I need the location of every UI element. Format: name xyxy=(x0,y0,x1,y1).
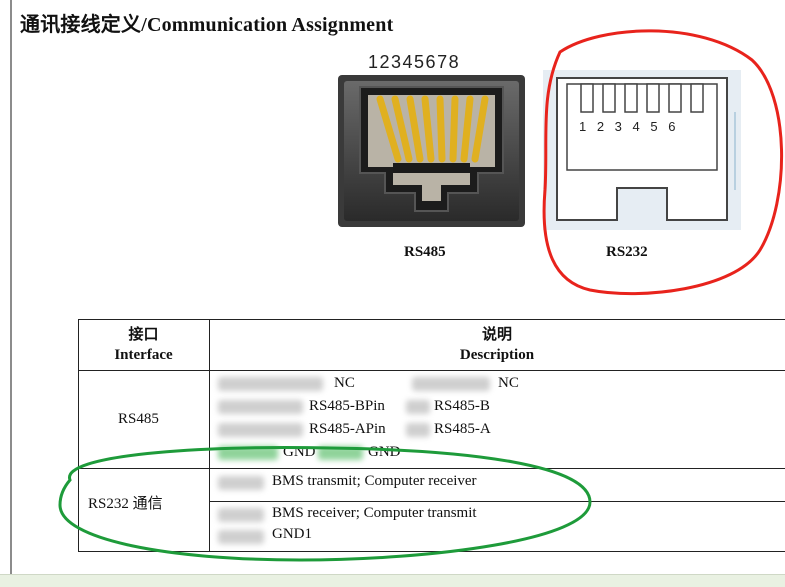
redacted-pin-label xyxy=(218,530,264,544)
redacted-pin-label xyxy=(218,423,303,437)
rs485-b: RS485-B xyxy=(434,398,490,414)
rs485-a: RS485-A xyxy=(434,421,491,437)
communication-table: 接口 Interface 说明 Description RS485 NC NC … xyxy=(78,319,785,552)
header-description-en: Description xyxy=(459,347,535,363)
table-border-left xyxy=(78,319,79,552)
rs485-interface-cell: RS485 xyxy=(118,411,159,427)
table-border-top xyxy=(78,319,785,320)
rs485-gnd-left: GND xyxy=(283,444,316,460)
header-interface: 接口 Interface xyxy=(78,325,209,365)
header-description: 说明 Description xyxy=(209,325,785,365)
rs485-apin: RS485-APin xyxy=(309,421,386,437)
rs485-gnd-right: GND xyxy=(368,444,401,460)
redacted-pin-label xyxy=(218,400,303,414)
redacted-pin-label xyxy=(412,377,490,391)
header-description-cn: 说明 xyxy=(481,327,512,343)
redacted-pin-label xyxy=(406,400,430,414)
rs485-nc-left: NC xyxy=(334,375,355,391)
table-column-divider xyxy=(209,319,210,552)
bottom-status-strip xyxy=(0,574,785,587)
redacted-pin-label xyxy=(218,476,264,490)
rs232-figure-label: RS232 xyxy=(606,244,648,260)
rs232-row2-desc: BMS receiver; Computer transmit xyxy=(272,505,477,521)
left-margin-rule xyxy=(10,0,12,574)
rs485-figure-label: RS485 xyxy=(404,244,446,260)
rs232-row3-desc: GND1 xyxy=(272,526,312,542)
rs485-bpin: RS485-BPin xyxy=(309,398,385,414)
redacted-pin-label xyxy=(218,446,278,460)
header-interface-en: Interface xyxy=(114,347,173,363)
rs485-pin-numbers: 12345678 xyxy=(368,52,461,72)
rs232-row1-desc: BMS transmit; Computer receiver xyxy=(272,473,477,489)
table-row-divider xyxy=(78,468,785,469)
redacted-pin-label xyxy=(406,423,430,437)
rs232-pin-numbers: 1 2 3 4 5 6 xyxy=(579,119,676,134)
rs232-interface-cell: RS232 通信 xyxy=(88,496,163,512)
table-header-divider xyxy=(78,370,785,371)
table-subrow-divider xyxy=(209,501,785,502)
rs485-nc-right: NC xyxy=(498,375,519,391)
redacted-pin-label xyxy=(218,508,264,522)
rs232-connector-image xyxy=(543,70,741,230)
header-interface-cn: 接口 xyxy=(128,327,159,343)
redacted-pin-label xyxy=(318,446,363,460)
rs485-connector-image xyxy=(338,75,525,227)
table-border-bottom xyxy=(78,551,785,552)
redacted-pin-label xyxy=(218,377,323,391)
page-title: 通讯接线定义/Communication Assignment xyxy=(20,14,394,36)
